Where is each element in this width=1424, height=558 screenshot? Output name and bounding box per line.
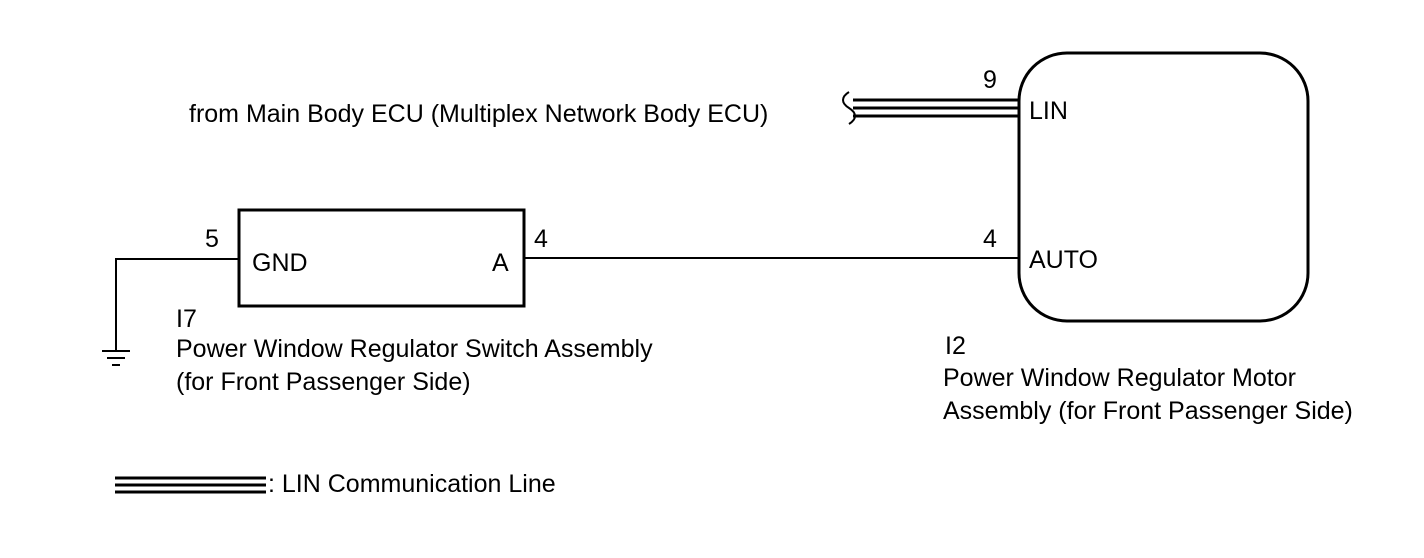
motor-assembly-name-line1: Power Window Regulator Motor <box>943 364 1296 392</box>
motor-assembly: 9 LIN 4 AUTO I2 Power Window Regulator M… <box>943 51 1353 425</box>
lin-communication-line <box>842 91 1019 125</box>
switch-assembly-code: I7 <box>176 305 197 333</box>
cut-wire-icon <box>842 91 856 125</box>
legend-lin-line-label: : LIN Communication Line <box>268 470 556 498</box>
switch-pin-a-label: A <box>492 249 509 277</box>
switch-assembly: 5 GND 4 A I7 Power Window Regulator Swit… <box>176 208 653 396</box>
switch-assembly-name-line2: (for Front Passenger Side) <box>176 368 471 396</box>
motor-assembly-code: I2 <box>945 332 966 360</box>
legend: : LIN Communication Line <box>115 470 556 498</box>
motor-pin-lin-number: 9 <box>983 66 997 94</box>
switch-pin-a-number: 4 <box>534 225 548 253</box>
switch-pin-gnd-label: GND <box>252 249 308 277</box>
switch-pin-gnd-number: 5 <box>205 225 219 253</box>
motor-assembly-name-line2: Assembly (for Front Passenger Side) <box>943 397 1353 425</box>
ground-wire <box>115 258 239 350</box>
ground-icon <box>102 350 130 366</box>
motor-assembly-box <box>1017 51 1310 323</box>
ecu-source-label: from Main Body ECU (Multiplex Network Bo… <box>189 100 768 128</box>
legend-lin-line-swatch <box>115 476 266 494</box>
motor-pin-auto-label: AUTO <box>1029 246 1098 274</box>
switch-assembly-name-line1: Power Window Regulator Switch Assembly <box>176 335 653 363</box>
motor-pin-lin-label: LIN <box>1029 97 1068 125</box>
motor-pin-auto-number: 4 <box>983 225 997 253</box>
